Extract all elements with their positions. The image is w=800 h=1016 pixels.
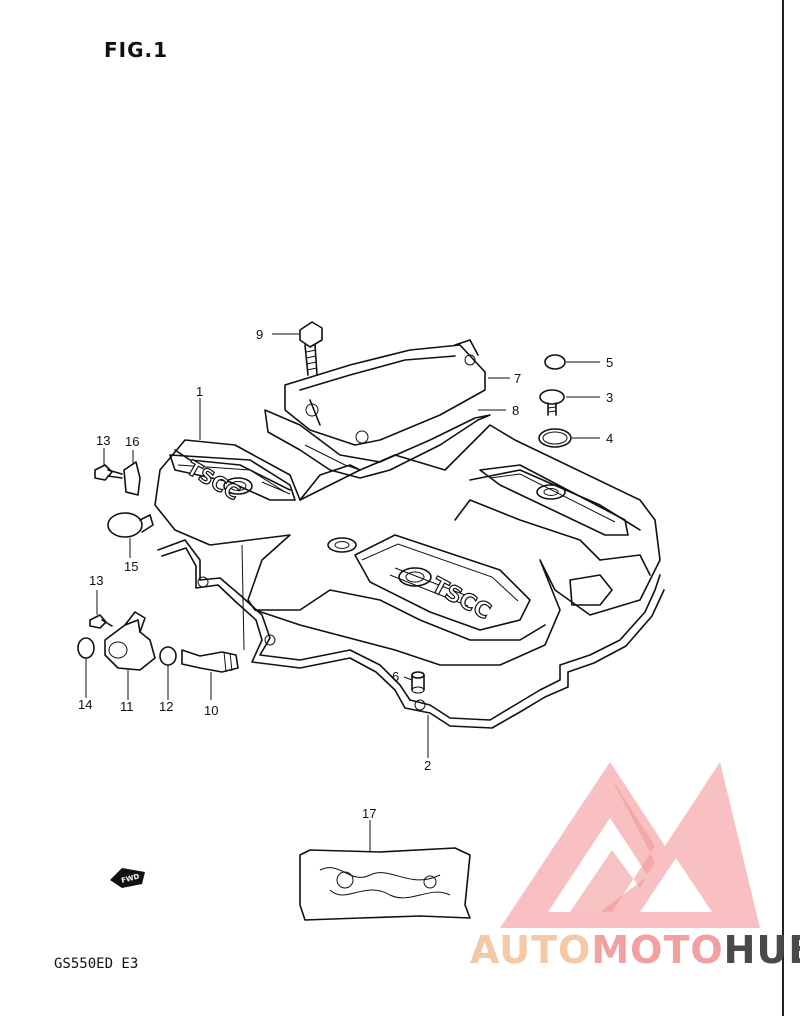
callout-3: 3 bbox=[606, 390, 613, 405]
callout-15: 15 bbox=[124, 559, 138, 574]
model-code: GS550ED E3 bbox=[54, 956, 139, 972]
bolt-13-upper-icon bbox=[94, 464, 123, 481]
figure-title: FIG.1 bbox=[104, 38, 169, 62]
cap-5-icon bbox=[544, 354, 566, 370]
washer-12-icon bbox=[159, 646, 177, 666]
callout-2: 2 bbox=[424, 758, 431, 773]
callout-1: 1 bbox=[196, 384, 203, 399]
callout-11: 11 bbox=[120, 699, 134, 714]
leader-lines bbox=[85, 333, 600, 852]
brand-part-moto: MOTO bbox=[591, 928, 724, 972]
brand-part-auto: AUTO bbox=[470, 928, 592, 972]
callout-17: 17 bbox=[362, 806, 376, 821]
bolt-13-lower-icon bbox=[89, 614, 113, 629]
callout-7: 7 bbox=[514, 371, 521, 386]
bolt-3-icon bbox=[539, 389, 565, 416]
fwd-arrow-icon: FWD bbox=[110, 868, 145, 888]
cover-gasket bbox=[157, 539, 661, 721]
brand-part-hub: HUB bbox=[723, 928, 800, 972]
housing-11-icon bbox=[104, 611, 156, 671]
breather-cover bbox=[284, 339, 486, 446]
plug-15-icon bbox=[107, 512, 154, 538]
seal-14-icon bbox=[77, 637, 95, 659]
callout-8: 8 bbox=[512, 403, 519, 418]
washer-16-icon bbox=[123, 461, 141, 496]
o-ring-4-icon bbox=[538, 428, 572, 448]
breather-gasket bbox=[264, 409, 491, 479]
dowel-pin-6-icon bbox=[411, 671, 425, 694]
callout-9: 9 bbox=[256, 327, 263, 342]
callout-16: 16 bbox=[125, 434, 139, 449]
watermark-brand: AUTOMOTOHUB bbox=[470, 928, 800, 972]
callout-13-lower: 13 bbox=[89, 573, 103, 588]
callout-14: 14 bbox=[78, 697, 92, 712]
bolt-9-icon bbox=[299, 321, 323, 376]
callout-numbers: 1 2 3 4 5 6 7 8 9 10 11 12 13 13 14 15 1… bbox=[78, 327, 613, 821]
page-edge-line bbox=[782, 0, 784, 1016]
cover-lettering-center: TSCC bbox=[427, 573, 495, 625]
callout-5: 5 bbox=[606, 355, 613, 370]
callout-6: 6 bbox=[392, 669, 399, 684]
callout-13-upper: 13 bbox=[96, 433, 110, 448]
watermark-logo-icon bbox=[500, 762, 760, 928]
callout-12: 12 bbox=[159, 699, 173, 714]
callout-10: 10 bbox=[204, 703, 218, 718]
tach-gear-10-icon bbox=[181, 649, 239, 673]
gasket-set-bag-17-icon bbox=[299, 847, 471, 921]
callout-4: 4 bbox=[606, 431, 613, 446]
